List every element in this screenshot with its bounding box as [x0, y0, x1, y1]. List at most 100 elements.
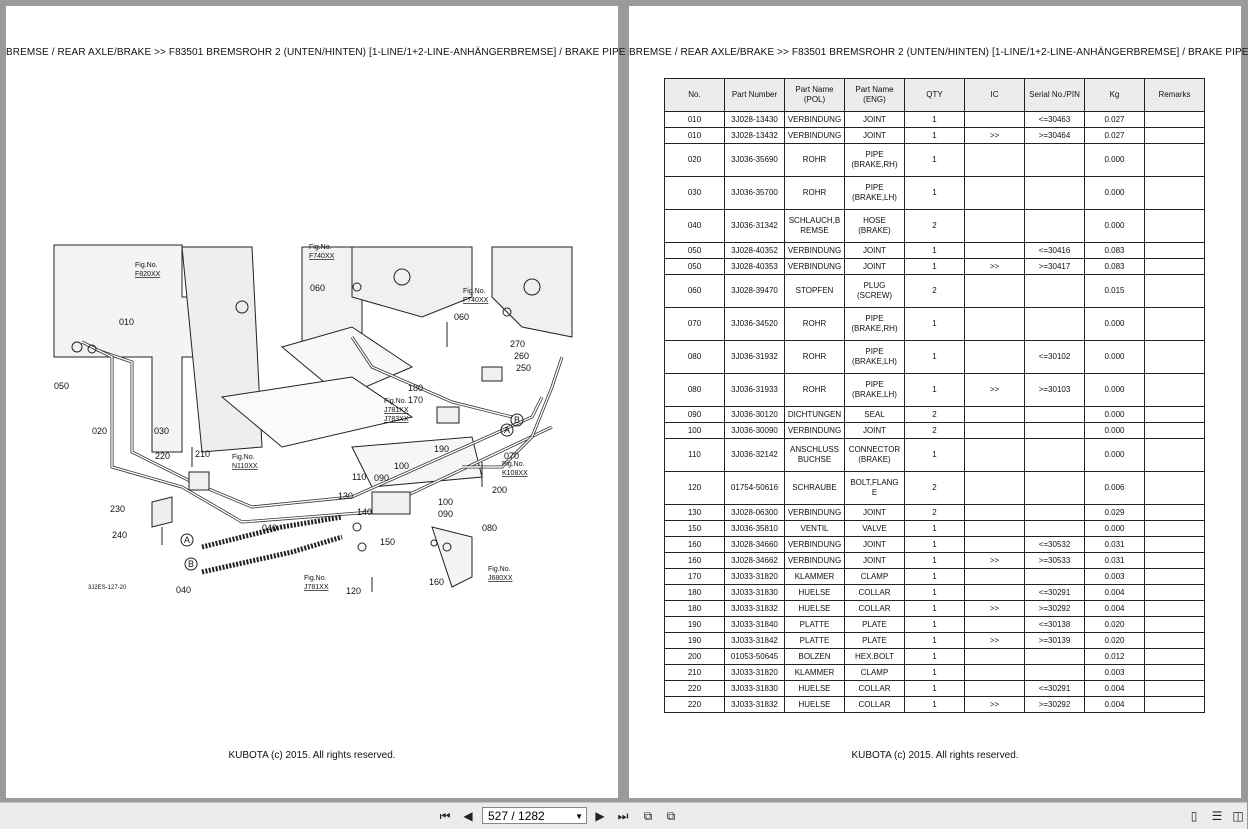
last-page-icon[interactable]: ⏭ — [617, 809, 629, 823]
cell-remarks — [1144, 340, 1205, 374]
callout-circle — [500, 423, 514, 437]
cell-pn: 3J028-13432 — [724, 127, 785, 144]
cell-kg: 0.003 — [1084, 568, 1145, 585]
cell-qty: 1 — [904, 568, 965, 585]
page-number-value: 527 / 1282 — [488, 809, 545, 823]
cell-serial: >=30103 — [1024, 373, 1085, 407]
fig-ref-label: F740XX — [463, 297, 489, 304]
cell-serial — [1024, 307, 1085, 341]
cell-ic: >> — [964, 552, 1025, 569]
cell-pn: 3J033-31830 — [724, 584, 785, 601]
cell-pol: STOPFEN — [784, 274, 845, 308]
cell-ic — [964, 520, 1025, 537]
cell-kg: 0.029 — [1084, 504, 1145, 521]
cell-qty: 1 — [904, 616, 965, 633]
callout-label: 180 — [408, 383, 423, 393]
cell-no: 180 — [664, 600, 725, 617]
cell-pn: 3J036-35700 — [724, 176, 785, 210]
prev-page-icon[interactable]: ◀ — [463, 809, 473, 823]
cell-qty: 1 — [904, 552, 965, 569]
cell-serial: <=30138 — [1024, 616, 1085, 633]
cell-remarks — [1144, 209, 1205, 243]
column-header: Part Number — [724, 78, 785, 112]
cell-remarks — [1144, 406, 1205, 423]
cell-kg: 0.000 — [1084, 406, 1145, 423]
continuous-view-icon[interactable]: ☰ — [1211, 809, 1223, 823]
cell-qty: 1 — [904, 600, 965, 617]
callout-label: 020 — [92, 426, 107, 436]
cell-pn: 3J033-31820 — [724, 568, 785, 585]
callout-label: 040 — [176, 585, 191, 595]
go-forward-view-icon[interactable]: ⧉ — [666, 809, 676, 823]
cell-pol: VERBINDUNG — [784, 504, 845, 521]
cell-pn: 3J036-35810 — [724, 520, 785, 537]
fig-ref-label: Fig.No. — [232, 454, 255, 461]
cell-pn: 3J033-31832 — [724, 696, 785, 713]
cell-serial — [1024, 664, 1085, 681]
cell-pn: 3J028-40352 — [724, 242, 785, 259]
cell-pn: 3J028-40353 — [724, 258, 785, 275]
cell-serial — [1024, 274, 1085, 308]
cell-pn: 3J033-31830 — [724, 680, 785, 697]
cell-ic — [964, 209, 1025, 243]
cell-remarks — [1144, 176, 1205, 210]
go-back-view-icon[interactable]: ⧉ — [643, 809, 653, 823]
cell-pn: 3J036-31933 — [724, 373, 785, 407]
column-header: Part Name(POL) — [784, 78, 845, 112]
cell-ic — [964, 680, 1025, 697]
cell-pn: 3J036-30120 — [724, 406, 785, 423]
cell-kg: 0.004 — [1084, 584, 1145, 601]
cell-kg: 0.004 — [1084, 600, 1145, 617]
cell-kg: 0.000 — [1084, 209, 1145, 243]
page-header-text-right: BREMSE / REAR AXLE/BRAKE >> F83501 BREMS… — [629, 47, 1248, 58]
next-page-icon[interactable]: ▶ — [595, 809, 605, 823]
cell-pol: HUELSE — [784, 600, 845, 617]
right-document-page: BREMSE / REAR AXLE/BRAKE >> F83501 BREMS… — [629, 6, 1248, 798]
column-header: IC — [964, 78, 1025, 112]
cell-pn: 3J036-31932 — [724, 340, 785, 374]
cell-pn: 3J033-31832 — [724, 600, 785, 617]
chevron-down-icon[interactable]: ▼ — [575, 812, 583, 821]
cell-no: 200 — [664, 648, 725, 665]
cell-remarks — [1144, 258, 1205, 275]
fig-ref-label: Fig.No. — [463, 288, 486, 295]
cell-eng: CLAMP — [844, 664, 905, 681]
page-number-field[interactable]: 527 / 1282 ▼ — [482, 807, 587, 824]
cell-serial: >=30533 — [1024, 552, 1085, 569]
cell-qty: 1 — [904, 648, 965, 665]
cell-kg: 0.083 — [1084, 258, 1145, 275]
cell-eng: COLLAR — [844, 600, 905, 617]
cell-eng: VALVE — [844, 520, 905, 537]
cell-pol: VERBINDUNG — [784, 258, 845, 275]
cell-pn: 01754-50616 — [724, 471, 785, 505]
cell-no: 180 — [664, 584, 725, 601]
cell-pn: 3J036-35690 — [724, 143, 785, 177]
column-header: Remarks — [1144, 78, 1205, 112]
cell-pol: PLATTE — [784, 616, 845, 633]
first-page-icon[interactable]: ⏮ — [439, 809, 451, 823]
single-page-view-icon[interactable]: ▯ — [1190, 809, 1198, 823]
cell-remarks — [1144, 584, 1205, 601]
two-page-view-icon[interactable]: ◫ — [1232, 809, 1244, 823]
cell-no: 010 — [664, 111, 725, 128]
cell-no: 190 — [664, 616, 725, 633]
cell-ic — [964, 406, 1025, 423]
cell-eng: COLLAR — [844, 584, 905, 601]
cell-qty: 2 — [904, 471, 965, 505]
cell-no: 160 — [664, 536, 725, 553]
cell-kg: 0.000 — [1084, 143, 1145, 177]
callout-label: A — [184, 535, 190, 545]
callout-label: 110 — [352, 472, 366, 482]
